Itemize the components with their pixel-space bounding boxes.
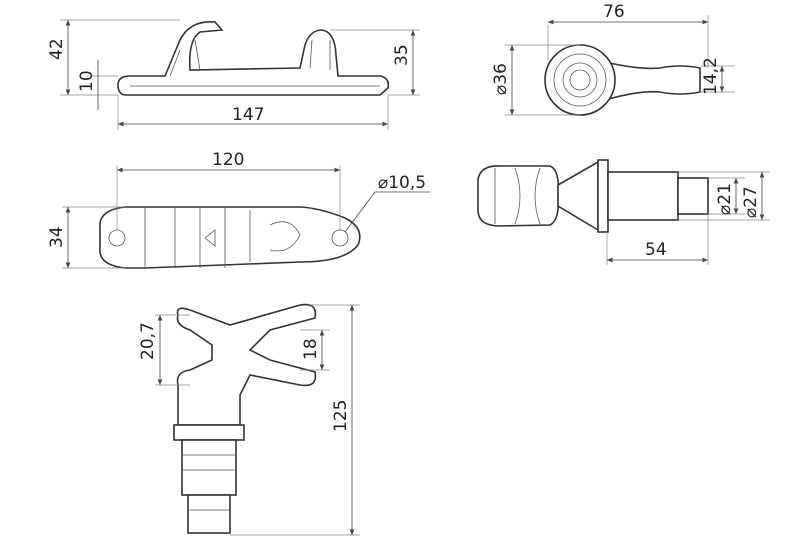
dim-stem-large-diameter-label: ⌀27 (741, 186, 761, 218)
dim-arm-thickness-label: 14,2 (701, 57, 721, 95)
front-view: 20,7 18 125 (138, 303, 360, 536)
dim-jaw-depth-label: 18 (301, 338, 321, 360)
dim-hole-spacing-label: 120 (212, 150, 244, 170)
dim-front-height-label: 125 (331, 400, 351, 432)
dim-base-thickness-label: 10 (77, 70, 97, 92)
dim-plate-width-label: 34 (47, 226, 67, 248)
side-view: 42 10 35 147 (47, 19, 420, 130)
dim-jaw-opening-label: 20,7 (138, 322, 158, 360)
dim-base-diameter-label: ⌀36 (491, 63, 511, 95)
dim-hole-diameter-label: ⌀10,5 (378, 173, 426, 193)
dim-stem-length-label: 54 (645, 240, 667, 260)
top-view: 76 ⌀36 14,2 (491, 2, 735, 116)
dim-horn-height-label: 35 (392, 44, 412, 66)
stem-view: ⌀21 ⌀27 54 (477, 159, 770, 265)
dim-width-label: 76 (603, 2, 625, 22)
plan-view: 120 ⌀10,5 34 (47, 150, 430, 269)
dim-stem-small-diameter-label: ⌀21 (715, 183, 735, 215)
dim-overall-height-label: 42 (47, 38, 67, 60)
dim-overall-length-label: 147 (232, 105, 264, 125)
